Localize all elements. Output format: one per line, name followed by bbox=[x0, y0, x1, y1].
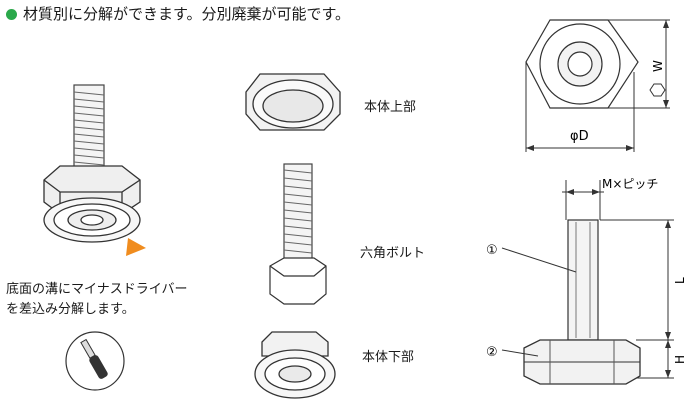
callout-2: ② bbox=[486, 345, 498, 360]
dim-diameter: φD bbox=[570, 129, 589, 144]
instruction-line-1: 底面の溝にマイナスドライバー bbox=[6, 282, 188, 297]
dim-width: W bbox=[651, 60, 665, 72]
dim-height: H bbox=[673, 355, 687, 364]
hex-bolt-drawing bbox=[269, 163, 327, 305]
callout-1: ① bbox=[486, 243, 498, 258]
headline: 材質別に分解ができます。分別廃棄が可能です。 bbox=[6, 5, 350, 23]
bullet-icon bbox=[6, 9, 17, 20]
base-disc bbox=[43, 197, 141, 243]
label-lower-body: 本体下部 bbox=[362, 350, 415, 365]
instruction-note: 底面の溝にマイナスドライバー を差込み分解します。 bbox=[6, 280, 187, 320]
upper-body-drawing bbox=[245, 73, 341, 131]
pointer-arrow-icon bbox=[126, 238, 146, 256]
lower-body-drawing bbox=[254, 331, 336, 399]
label-hex-bolt: 六角ボルト bbox=[360, 246, 426, 261]
dim-thread: M×ピッチ bbox=[602, 177, 658, 191]
dim-length: L bbox=[673, 277, 687, 284]
hexagon-icon bbox=[649, 83, 666, 97]
instruction-line-2: を差込み分解します。 bbox=[6, 302, 135, 317]
assembled-foot-drawing bbox=[43, 84, 146, 256]
screwdriver-icon bbox=[65, 331, 125, 391]
headline-text: 材質別に分解ができます。分別廃棄が可能です。 bbox=[23, 5, 351, 23]
side-view-drawing: ① ② M×ピッチ L H bbox=[486, 177, 687, 385]
top-view-drawing: W φD bbox=[525, 19, 670, 152]
label-upper-body: 本体上部 bbox=[364, 100, 417, 115]
